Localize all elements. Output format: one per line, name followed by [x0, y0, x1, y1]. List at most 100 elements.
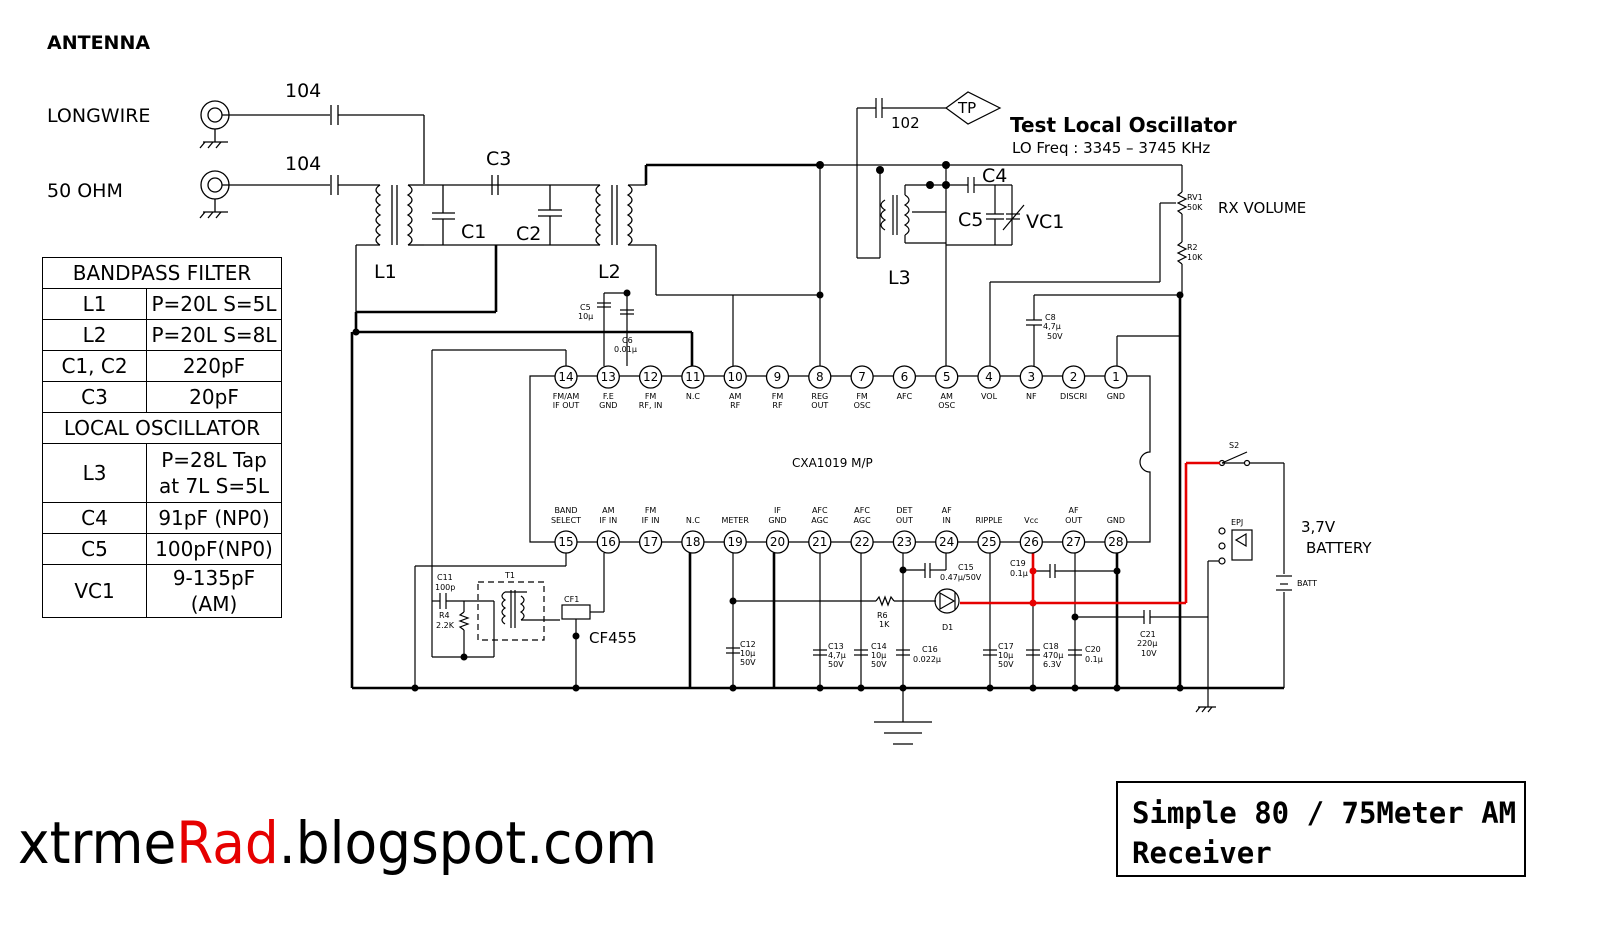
- ic-pin-label: IF: [774, 506, 781, 515]
- ic-pin-number: 24: [939, 535, 954, 549]
- ic-pin-label: FM: [772, 392, 784, 401]
- ic-pin-label: GND: [1107, 516, 1125, 525]
- ic-pin-label: AM: [941, 392, 953, 401]
- ic-pin-label: FM: [856, 392, 868, 401]
- ic-pin-label: OUT: [896, 516, 913, 525]
- ic-pin-label: AF: [942, 506, 952, 515]
- epj-label: EPJ: [1231, 518, 1243, 527]
- fifty-ohm-label: 50 OHM: [47, 180, 123, 202]
- l3-label: L3: [888, 267, 911, 289]
- ic-pin-label: AFC: [854, 506, 870, 515]
- c19-value: 0.1μ: [1010, 569, 1028, 578]
- ic-pin-label: METER: [721, 516, 749, 525]
- ic-pin-number: 8: [816, 370, 824, 384]
- ic-pin-number: 7: [858, 370, 866, 384]
- ic-pin-label: FM: [645, 506, 657, 515]
- c13-value: 4,7μ: [828, 651, 846, 660]
- capacitor-c1: [432, 185, 455, 245]
- c20-label: C20: [1085, 645, 1101, 654]
- ic-pin-number: 28: [1108, 535, 1123, 549]
- ic-pin-number: 19: [728, 535, 743, 549]
- battery-label: BATTERY: [1306, 539, 1372, 557]
- c8-value: 4,7μ: [1043, 322, 1061, 331]
- rx-volume-label: RX VOLUME: [1218, 199, 1306, 217]
- cap-104-longwire-label: 104: [285, 80, 321, 102]
- cap-104-50ohm-label: 104: [285, 153, 321, 175]
- ic-pin-number: 13: [601, 370, 616, 384]
- ic-pin-label: RF, IN: [639, 401, 663, 410]
- rv1-value: 50K: [1187, 203, 1203, 212]
- ic-pin-label: GND: [599, 401, 617, 410]
- ic-pin-label: N.C: [686, 392, 701, 401]
- ic-pin-label: IN: [943, 516, 951, 525]
- antenna-label: ANTENNA: [47, 32, 150, 54]
- ic-pin-label: SELECT: [551, 516, 581, 525]
- r6-label: R6: [877, 611, 888, 620]
- ic-pin-label: AM: [602, 506, 614, 515]
- ic-pin-label: DISCRI: [1060, 392, 1087, 401]
- test-osc-title: Test Local Oscillator: [1010, 113, 1237, 137]
- ic-pin-number: 16: [601, 535, 616, 549]
- ic-pin-label: IF IN: [599, 516, 617, 525]
- tp-label: TP: [957, 99, 976, 117]
- ic-pin-number: 4: [985, 370, 993, 384]
- ic-pin-number: 21: [812, 535, 827, 549]
- ic-pin-number: 26: [1024, 535, 1039, 549]
- r4-value: 2.2K: [436, 621, 455, 630]
- ic-pin-label: RF: [772, 401, 783, 410]
- ic-pin-label: OUT: [1065, 516, 1082, 525]
- ic-pin-label: REG: [811, 392, 828, 401]
- c4-label: C4: [982, 165, 1007, 187]
- c16-value: 0.022μ: [913, 655, 941, 664]
- ic-pin-label: FM/AM: [553, 392, 580, 401]
- transformer-l1: [355, 184, 424, 332]
- ic-pin-number: 2: [1070, 370, 1078, 384]
- site-highlight: Rad: [176, 809, 279, 877]
- c16-label: C16: [922, 645, 938, 654]
- ic-pin-label: AFC: [812, 506, 828, 515]
- c18-value: 470μ: [1043, 651, 1063, 660]
- c18-voltage: 6.3V: [1043, 660, 1062, 669]
- l2-label: L2: [598, 261, 621, 283]
- c2-label: C2: [516, 223, 541, 245]
- ic-pin-label: BAND: [554, 506, 577, 515]
- ic-pin-label: AM: [729, 392, 741, 401]
- ic-pin-label: N.C: [686, 516, 701, 525]
- ic-pin-number: 15: [558, 535, 573, 549]
- c17-label: C17: [998, 642, 1014, 651]
- ic-name: CXA1019 M/P: [792, 456, 873, 470]
- ic-pin-number: 25: [981, 535, 996, 549]
- c5s-value: 10μ: [578, 312, 593, 321]
- c17-value: 10μ: [998, 651, 1013, 660]
- ic-pin-19: 19 METER: [721, 516, 749, 554]
- ic-pin-label: IF OUT: [553, 401, 580, 410]
- ic-pin-label: OSC: [938, 401, 955, 410]
- ic-pin-number: 20: [770, 535, 785, 549]
- ic-pin-label: NF: [1026, 392, 1037, 401]
- batt-label: BATT: [1297, 579, 1317, 588]
- cf1-label: CF1: [564, 595, 579, 604]
- site-suffix: .blogspot.com: [278, 809, 658, 877]
- ic-pin-number: 6: [901, 370, 909, 384]
- t1-label: T1: [504, 571, 515, 580]
- ic-pin-28: 28 GND: [1104, 516, 1128, 554]
- table-header-local-oscillator: LOCAL OSCILLATOR: [42, 412, 282, 444]
- c19-label: C19: [1010, 559, 1026, 568]
